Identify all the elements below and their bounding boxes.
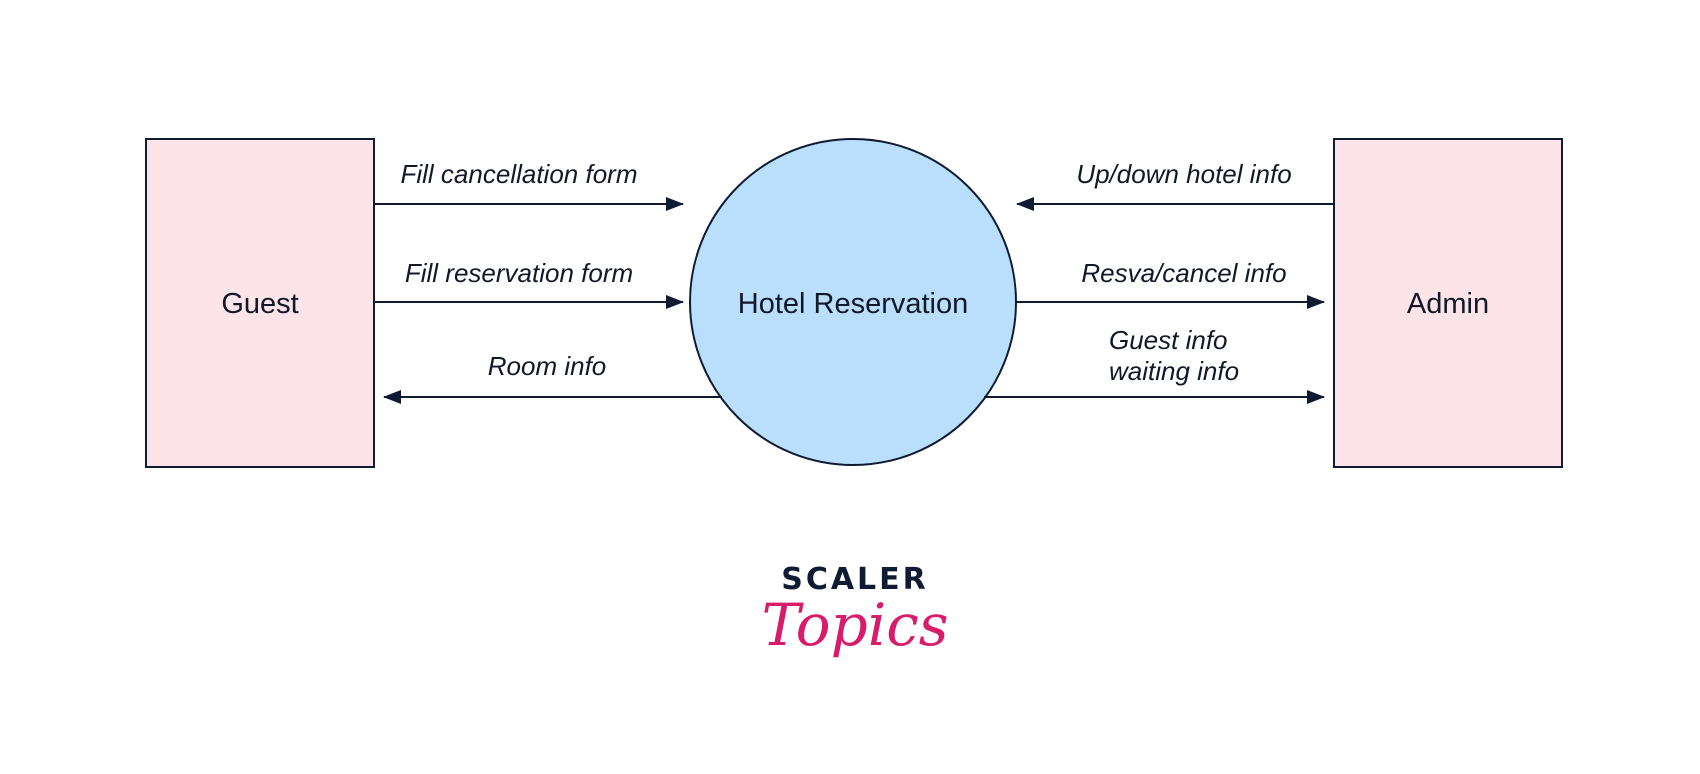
guest-box [145, 138, 375, 468]
flow-fill-cancellation: Fill cancellation form [374, 159, 684, 211]
process-label: Hotel Reservation [738, 288, 969, 320]
flow-label-waiting-info: waiting info [1109, 356, 1239, 386]
flow-resva-cancel-info: Resva/cancel info [1016, 258, 1325, 309]
flow-guest-waiting-info: Guest info waiting info [984, 325, 1325, 404]
flow-label-fill-cancellation: Fill cancellation form [401, 159, 638, 189]
flow-label-guest-info: Guest info [1109, 325, 1228, 355]
scaler-topics-logo: SCALER Topics [761, 562, 948, 659]
flow-updown-hotel-info: Up/down hotel info [1016, 159, 1334, 211]
flow-label-room-info: Room info [488, 351, 607, 381]
guest-label: Guest [221, 288, 298, 320]
admin-box [1333, 138, 1563, 468]
flow-label-resva-cancel-info: Resva/cancel info [1081, 258, 1286, 288]
flow-room-info: Room info [383, 351, 722, 404]
guest-entity: Guest [145, 138, 375, 468]
flow-label-fill-reservation: Fill reservation form [405, 258, 633, 288]
flow-label-updown-hotel-info: Up/down hotel info [1076, 159, 1291, 189]
admin-entity: Admin [1333, 138, 1563, 468]
flow-fill-reservation: Fill reservation form [374, 258, 684, 309]
admin-label: Admin [1407, 288, 1489, 320]
logo-topics-text: Topics [761, 591, 948, 659]
logo-scaler-text: SCALER [781, 562, 929, 597]
hotel-reservation-process: Hotel Reservation [689, 138, 1017, 466]
